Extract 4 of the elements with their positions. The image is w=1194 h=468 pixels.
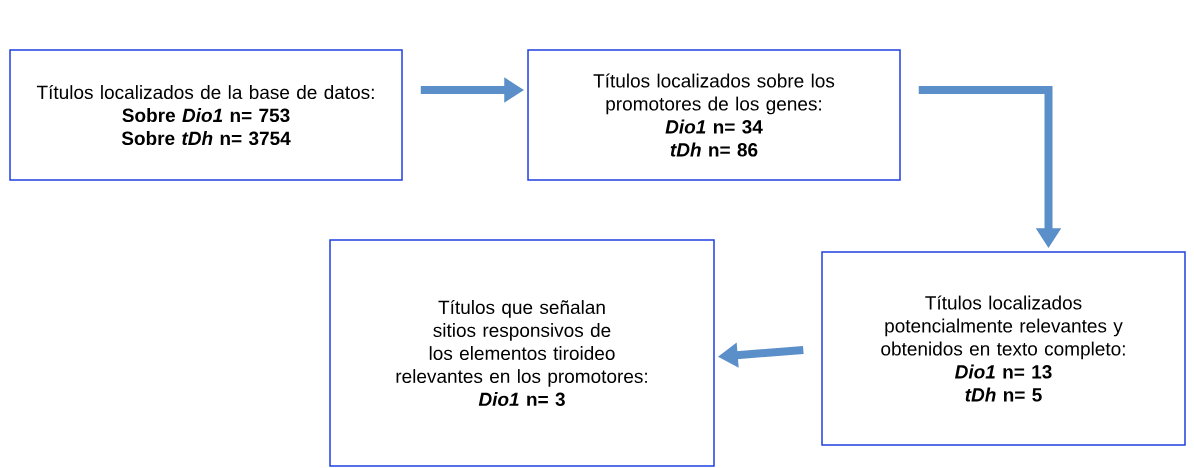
process-box: Títulos localizados potencialmente relevantes y obtenidos en texto completo: Dio1 n= 13 tDh n= 5 [821,251,1186,446]
process-box: Títulos que señalan sitios responsivos de los elementos tiroideo relevantes en los promotores: Dio1 n= 3 [329,239,715,467]
process-box: Títulos localizados de la base de datos: Sobre Dio1 n= 753 Sobre tDh n= 3754 [9,49,403,181]
process-box: Títulos localizados sobre los promotores de los genes: Dio1 n= 34 tDh n= 86 [527,49,901,181]
